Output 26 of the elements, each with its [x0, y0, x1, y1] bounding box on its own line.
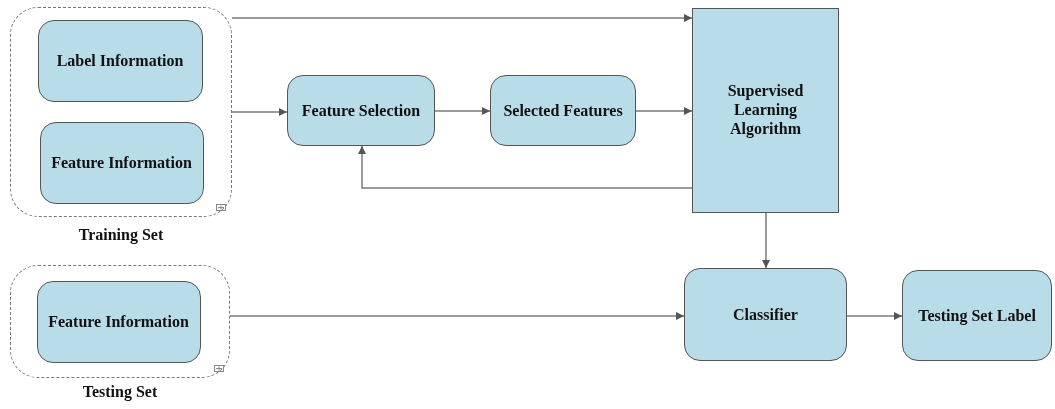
- arrow: [846, 312, 903, 320]
- arrow: [229, 312, 685, 320]
- node-label: Label Information: [56, 50, 184, 71]
- rounded-box: [37, 19, 203, 102]
- node-label: Classifier: [733, 304, 798, 325]
- rounded-box: [36, 280, 201, 363]
- arrow: [358, 145, 693, 189]
- rounded-box: [902, 270, 1052, 361]
- node-label: Feature Information: [51, 152, 192, 173]
- arrow: [434, 107, 491, 115]
- arrow: [231, 108, 288, 116]
- node-label: Testing Set Label: [918, 305, 1036, 326]
- process-box: [692, 8, 839, 213]
- rounded-box: [490, 75, 636, 146]
- group-heading: Testing Set: [81, 383, 159, 401]
- node-label: Selected Features: [503, 100, 623, 121]
- node-label: Supervised Learning Algorithm: [726, 81, 805, 139]
- node-label: Feature Selection: [301, 100, 421, 121]
- group-heading: Training Set: [77, 226, 165, 244]
- arrow: [635, 107, 693, 115]
- arrow: [762, 212, 770, 269]
- rounded-box: [684, 268, 847, 361]
- rounded-box: [39, 121, 204, 204]
- arrow: [231, 14, 693, 22]
- rounded-box: [287, 75, 435, 146]
- node-label: Feature Information: [48, 311, 189, 332]
